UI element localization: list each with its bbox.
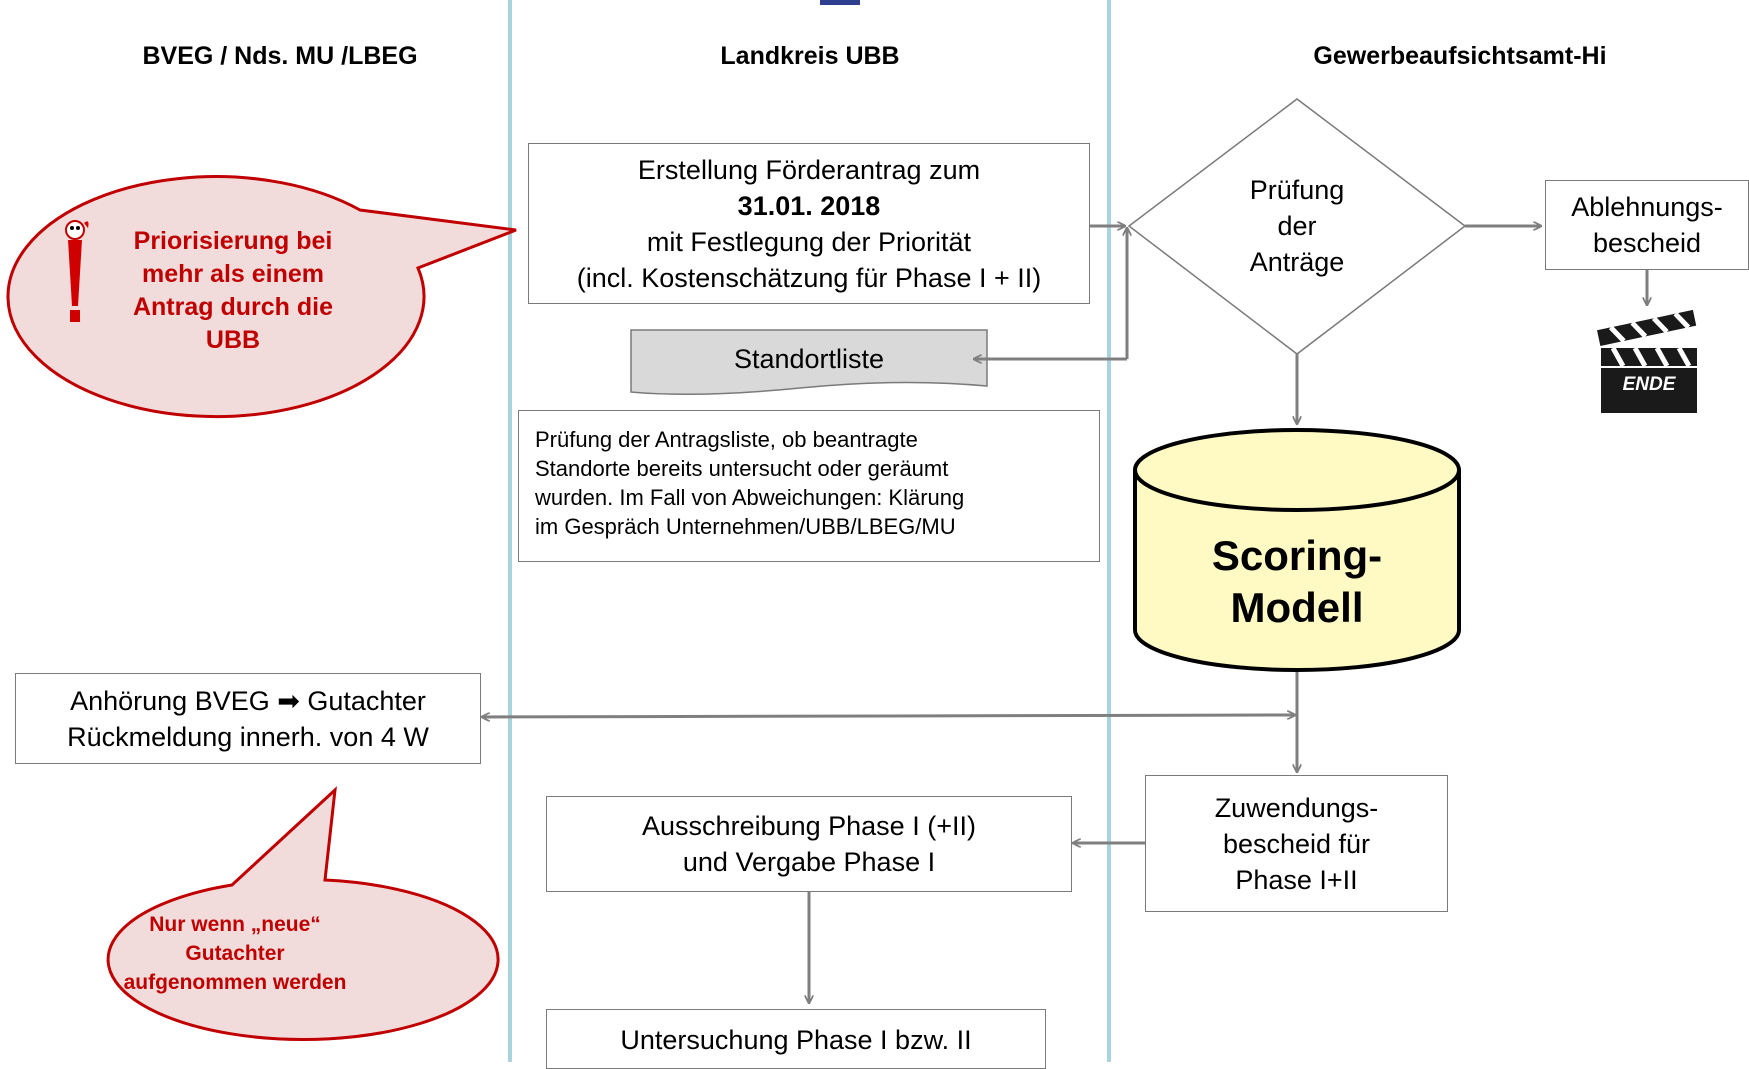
foerderantrag-line3: mit Festlegung der Priorität	[646, 226, 972, 257]
anhoerung-line1: Anhörung BVEG ➡ Gutachter	[70, 685, 426, 716]
callout-priorisierung-text: Priorisierung bei mehr als einem Antrag …	[98, 225, 368, 357]
callout-gutachter-line3: aufgenommen werden	[123, 971, 347, 994]
anhoerung-box: Anhörung BVEG ➡ Gutachter Rückmeldung in…	[15, 673, 481, 764]
anhoerung-line2: Rückmeldung innerh. von 4 W	[67, 721, 429, 752]
ausschreibung-line1: Ausschreibung Phase I (+II)	[642, 811, 976, 841]
decision-line1: Prüfung	[1249, 175, 1345, 205]
lane-divider-right	[1107, 0, 1111, 1062]
ablehnungsbescheid-box: Ablehnungs- bescheid	[1545, 180, 1749, 270]
standortliste-shape	[630, 329, 988, 395]
ausschreibung-line2: und Vergabe Phase I	[682, 847, 936, 877]
untersuchung-label: Untersuchung Phase I bzw. II	[620, 1025, 972, 1055]
callout-gutachter-text: Nur wenn „neue“ Gutachter aufgenommen we…	[110, 910, 360, 997]
callout-bubble-priorisierung	[6, 175, 517, 419]
lane-title-bveg: BVEG / Nds. MU /LBEG	[142, 42, 418, 70]
zuwendung-line1: Zuwendungs-	[1214, 792, 1379, 823]
foerderantrag-line1: Erstellung Förderantrag zum	[637, 154, 981, 185]
callout-priorisierung-line1: Priorisierung bei	[133, 227, 333, 255]
foerderantrag-line4: (incl. Kostenschätzung für Phase I + II)	[576, 262, 1042, 293]
untersuchung-box: Untersuchung Phase I bzw. II	[546, 1009, 1046, 1069]
zuwendung-line3: Phase I+II	[1235, 864, 1358, 895]
scoring-line1: Scoring-	[1211, 532, 1383, 579]
note-line1: Prüfung der Antragsliste, ob beantragte	[535, 427, 918, 452]
callout-priorisierung-line3: Antrag durch die	[132, 293, 333, 321]
clapperboard-icon: ENDE	[1595, 308, 1702, 415]
foerderantrag-box: Erstellung Förderantrag zum 31.01. 2018 …	[528, 143, 1090, 304]
lane-title-landkreis: Landkreis UBB	[720, 42, 900, 70]
zuwendung-line2: bescheid für	[1222, 828, 1371, 859]
callout-priorisierung-line2: mehr als einem	[141, 260, 325, 288]
callout-bubble-gutachter	[106, 786, 500, 1041]
standortliste-label: Standortliste	[733, 344, 885, 374]
scoring-line2: Modell	[1230, 584, 1364, 631]
note-line4: im Gespräch Unternehmen/UBB/LBEG/MU	[535, 514, 956, 539]
lane-title-gewerbeaufsicht: Gewerbeaufsichtsamt-Hi	[1313, 42, 1607, 70]
decision-line3: Anträge	[1249, 247, 1345, 277]
callout-gutachter-line1: Nur wenn „neue“	[149, 913, 321, 936]
note-line2: Standorte bereits untersucht oder geräum…	[535, 456, 949, 481]
warning-character-icon	[60, 218, 90, 328]
foerderantrag-date: 31.01. 2018	[737, 190, 881, 221]
ablehnung-line1: Ablehnungs-	[1571, 192, 1723, 222]
decision-line2: der	[1277, 211, 1317, 241]
ende-label: ENDE	[1622, 374, 1676, 395]
callout-priorisierung-line4: UBB	[205, 326, 261, 354]
zuwendungsbescheid-box: Zuwendungs- bescheid für Phase I+II	[1145, 775, 1448, 912]
scoring-database	[1133, 428, 1461, 672]
antragsliste-pruefung-note: Prüfung der Antragsliste, ob beantragte …	[518, 410, 1100, 562]
scoring-model-text: Scoring- Modell	[1135, 530, 1459, 634]
lane-divider-left	[508, 0, 512, 1062]
ablehnung-line2: bescheid	[1592, 228, 1702, 258]
note-line3: wurden. Im Fall von Abweichungen: Klärun…	[535, 485, 965, 510]
callout-gutachter-line2: Gutachter	[185, 942, 285, 965]
ausschreibung-box: Ausschreibung Phase I (+II) und Vergabe …	[546, 796, 1072, 892]
header-logo-fragment	[820, 0, 860, 5]
decision-text: Prüfung der Anträge	[1197, 172, 1397, 280]
